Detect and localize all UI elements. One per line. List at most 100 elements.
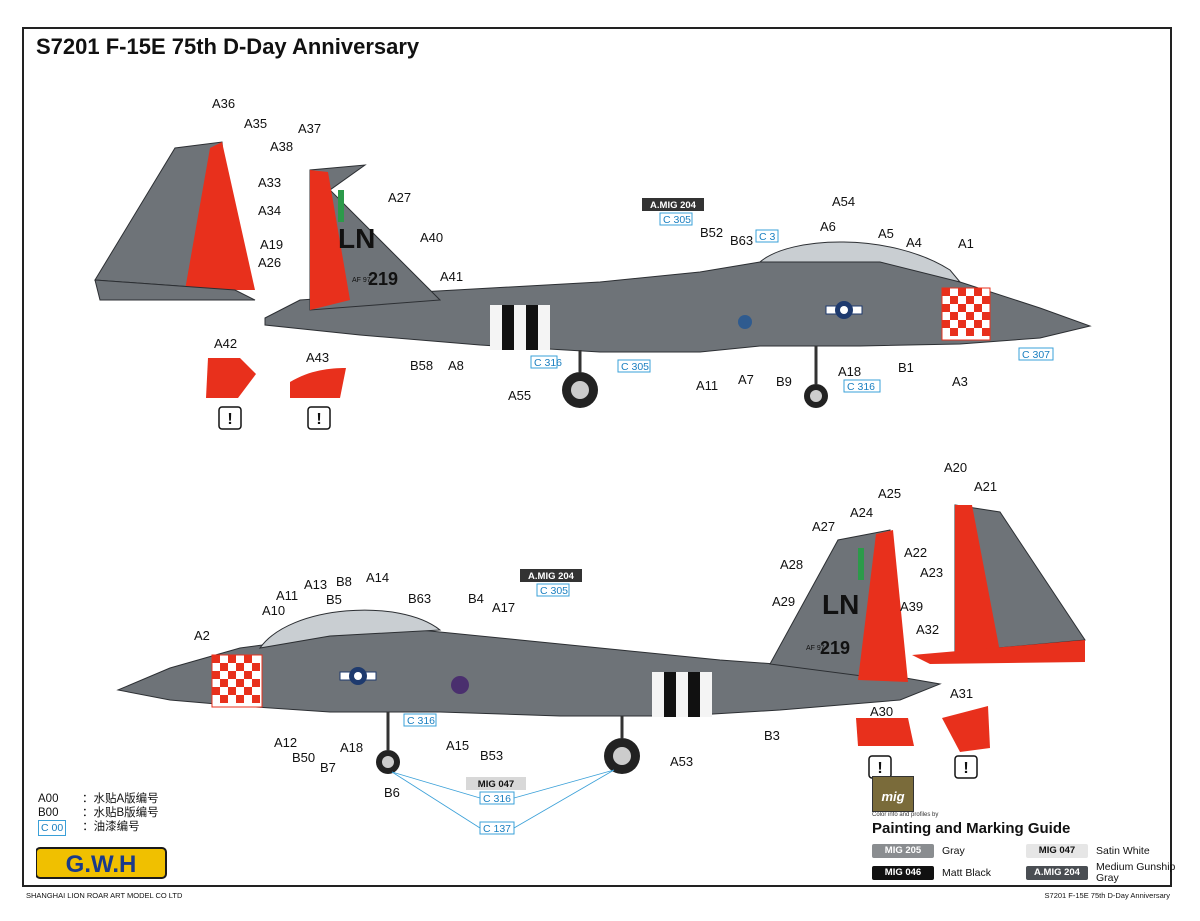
bottom-serial-prefix: AF 97	[806, 645, 825, 652]
callout-label: A43	[306, 350, 329, 365]
top-tail-code: LN	[338, 223, 375, 254]
svg-text:C 316: C 316	[407, 715, 435, 727]
callout-label: A27	[812, 519, 835, 534]
svg-text:!: !	[963, 760, 968, 777]
top-callouts: A36 A35 A37 A38 A33 A34 A27 A19 A26 A40 …	[212, 96, 974, 403]
callout-label: A28	[780, 557, 803, 572]
top-national-insignia	[825, 301, 863, 319]
callout-label: A29	[772, 594, 795, 609]
company-name: SHANGHAI LION ROAR ART MODEL CO LTD	[26, 891, 183, 900]
bottom-color-codes: C 305 C 316 C 316 C 137	[403, 583, 570, 835]
top-warning-icon-2: !	[307, 406, 331, 430]
bottom-national-insignia	[339, 667, 377, 685]
svg-text:G.W.H: G.W.H	[66, 851, 137, 878]
callout-label: A35	[244, 116, 267, 131]
decal-legend: A00：水贴A版编号 B00：水贴B版编号 C 00：油漆编号	[38, 792, 159, 836]
callout-label: A38	[270, 139, 293, 154]
legend-b-code: B00	[38, 807, 59, 819]
bottom-nose-checker	[211, 654, 263, 708]
bottom-warning-icon-1: !	[868, 755, 892, 779]
svg-text:!: !	[316, 411, 321, 428]
top-stripe	[490, 305, 502, 350]
callout-label: B9	[776, 374, 792, 389]
bottom-aircraft-profile: LN 219 AF 97	[116, 529, 942, 774]
top-serial-prefix: AF 97	[352, 277, 371, 284]
callout-label: A11	[276, 588, 298, 603]
callout-label: A21	[974, 479, 997, 494]
callout-label: A24	[850, 505, 873, 520]
bottom-stripe	[688, 672, 700, 717]
callout-label: A4	[906, 235, 922, 250]
svg-text:A.MIG 204: A.MIG 204	[650, 200, 697, 211]
legend-c-text: ：油漆编号	[82, 821, 140, 833]
top-red-part-a43	[290, 368, 346, 398]
callout-label: B7	[320, 760, 336, 775]
top-serial: 219	[368, 269, 398, 289]
legend-a-text: ：水贴A版编号	[82, 793, 159, 805]
callout-label: A31	[950, 686, 973, 701]
callout-label: A19	[260, 237, 283, 252]
callout-label: B58	[410, 358, 433, 373]
callout-label: A26	[258, 255, 281, 270]
paint-name: Matt Black	[942, 867, 992, 879]
callout-label: A15	[446, 738, 469, 753]
callout-label: B8	[336, 574, 352, 589]
callout-label: A23	[920, 565, 943, 580]
gwh-logo: G.W.H	[36, 847, 167, 879]
bottom-separate-tail	[912, 504, 1086, 664]
callout-label: B3	[764, 728, 780, 743]
callout-label: A8	[448, 358, 464, 373]
bottom-stripe	[700, 672, 712, 717]
top-stripe	[526, 305, 538, 350]
paint-code: MIG 046	[872, 866, 934, 880]
paint-row: MIG 046 Matt Black	[872, 866, 991, 880]
callout-label: B50	[292, 750, 315, 765]
bottom-leader-lines	[391, 769, 615, 829]
callout-label: B63	[730, 233, 753, 248]
callout-label: A40	[420, 230, 443, 245]
callout-label: A34	[258, 203, 281, 218]
guide-subtitle: Color info and profiles by	[872, 812, 939, 818]
svg-text:C 3: C 3	[759, 231, 776, 243]
callout-label: B1	[898, 360, 914, 375]
footer-caption: S7201 F-15E 75th D-Day Anniversary	[1044, 891, 1170, 900]
callout-label: A42	[214, 336, 237, 351]
callout-label: A22	[904, 545, 927, 560]
callout-label: A20	[944, 460, 967, 475]
paint-code: MIG 047	[1026, 844, 1088, 858]
paint-row: A.MIG 204 Medium Gunship Gray	[1026, 862, 1176, 884]
bottom-paint-tag-1: A.MIG 204	[520, 569, 582, 582]
callout-label: A14	[366, 570, 389, 585]
top-aircraft-profile: LN 219 AF 97	[264, 164, 1092, 408]
top-stripe	[502, 305, 514, 350]
callout-label: A7	[738, 372, 754, 387]
callout-label: A13	[304, 577, 327, 592]
top-tail-red-band	[310, 170, 350, 310]
top-nose-checker	[941, 287, 991, 341]
bottom-stripe	[676, 672, 688, 717]
top-warning-icon-1: !	[218, 406, 242, 430]
bottom-red-part-a31	[942, 706, 990, 752]
bottom-tail-red-band	[858, 530, 908, 682]
callout-label: A18	[838, 364, 861, 379]
callout-label: A27	[388, 190, 411, 205]
callout-label: B5	[326, 592, 342, 607]
bottom-unit-badge	[451, 676, 469, 694]
bottom-red-part-a30	[856, 718, 914, 746]
callout-label: B52	[700, 225, 723, 240]
callout-label: A55	[508, 388, 531, 403]
top-tail-statue	[338, 190, 344, 222]
mig-logo: mig	[872, 776, 914, 812]
callout-label: A11	[696, 378, 718, 393]
legend-a-code: A00	[38, 793, 59, 805]
top-red-part-a42	[206, 358, 256, 398]
paint-code: A.MIG 204	[1026, 866, 1088, 880]
svg-text:C 316: C 316	[847, 381, 875, 393]
callout-label: B6	[384, 785, 400, 800]
paint-row: MIG 047 Satin White	[1026, 844, 1150, 858]
callout-label: A30	[870, 704, 893, 719]
callout-label: A6	[820, 219, 836, 234]
paint-code: MIG 205	[872, 844, 934, 858]
callout-label: A3	[952, 374, 968, 389]
